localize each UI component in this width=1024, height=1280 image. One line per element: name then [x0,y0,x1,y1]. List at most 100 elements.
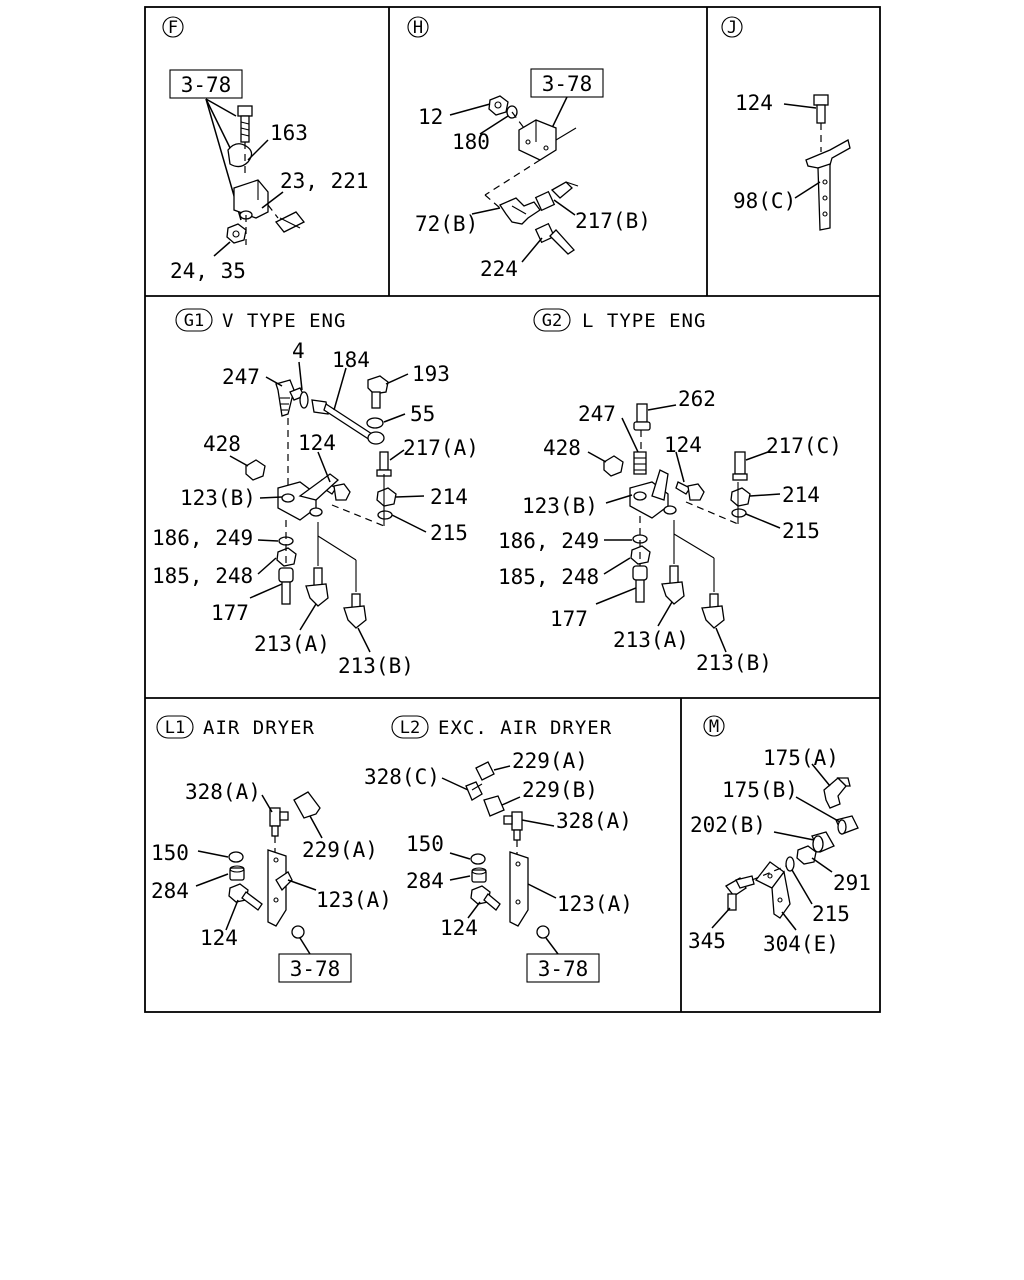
elbow-fitting-icon [465,781,483,801]
label-l1-150: 150 [151,841,189,865]
label-g2-262: 262 [678,387,716,411]
washer-icon [470,853,486,865]
washer-icon [366,417,384,429]
fitting-icon [534,181,579,212]
label-l1-123a: 123(A) [316,888,392,912]
label-m-345: 345 [688,929,726,953]
panel-j-badge: J [727,18,737,38]
bolt-icon [675,481,705,501]
panel-g1-title: V TYPE ENG [222,310,346,332]
fitting-icon [732,451,748,481]
nut-icon [229,865,245,881]
tee-union-icon [269,807,289,837]
hose-fitting-icon [278,567,294,605]
panel-l1-title: AIR DRYER [203,717,315,739]
panel-h: H 3-78 [407,16,651,281]
label-h-217b: 217(B) [575,209,651,233]
label-g2-217c: 217(C) [766,434,842,458]
tee-union-icon [503,811,523,841]
panel-f: F 3-78 [162,16,369,283]
label-g1-213b: 213(B) [338,654,414,678]
label-m-215: 215 [812,902,850,926]
label-j-124: 124 [735,91,773,115]
label-g2-215: 215 [782,519,820,543]
panel-g2: G2 L TYPE ENG [498,308,842,675]
panel-m-badge: M [709,717,719,737]
cap-icon [475,761,495,781]
panel-h-badge: H [413,18,423,38]
panel-g2-title: L TYPE ENG [582,310,706,332]
label-m-291: 291 [833,871,871,895]
diagram-frame [144,6,881,1013]
panel-l1: L1 AIR DRYER 3-78 [151,715,392,983]
tee-union-icon [343,593,367,629]
fitting-icon [835,815,859,835]
label-g1-184: 184 [332,348,370,372]
label-g1-247: 247 [222,365,260,389]
label-f-163: 163 [270,121,308,145]
label-l1-124: 124 [200,926,238,950]
label-l2-328a: 328(A) [556,809,632,833]
label-m-202b: 202(B) [690,813,766,837]
label-g1-4: 4 [292,339,305,363]
nut-icon [245,459,266,481]
tee-union-icon [701,593,725,629]
bracket-icon [277,473,340,521]
label-l2-284: 284 [406,869,444,893]
label-l1-328a: 328(A) [185,780,261,804]
label-l2-328c: 328(C) [364,765,440,789]
bracket-block-icon [518,119,577,161]
label-h-72b: 72(B) [415,212,478,236]
panel-l2-title: EXC. AIR DRYER [438,717,612,739]
label-g2-124: 124 [664,433,702,457]
nut-icon [811,831,835,853]
clamp-icon [291,925,305,939]
label-g1-177: 177 [211,601,249,625]
panel-l1-ref-box: 3-78 [290,957,341,981]
label-g1-193: 193 [412,362,450,386]
cap-icon [483,795,505,817]
clamp-icon [227,142,253,178]
label-g1-217a: 217(A) [403,436,479,460]
label-g1-123b: 123(B) [180,486,256,510]
washer-icon [506,105,525,129]
o-ring-icon [299,391,309,409]
panel-g1-badge: G1 [184,311,204,331]
label-g1-214: 214 [430,485,468,509]
hose-fitting-icon [632,565,648,603]
label-g2-123b: 123(B) [522,494,598,518]
label-l2-229b: 229(B) [522,778,598,802]
hose-fitting-icon [633,403,651,431]
tee-fitting-icon [633,451,647,475]
panel-f-badge: F [168,18,178,38]
hose-icon [534,222,575,255]
bracket-icon [805,139,851,231]
pipe-icon [311,399,385,445]
label-h-224: 224 [480,257,518,281]
label-l1-284: 284 [151,879,189,903]
tee-union-icon [661,565,685,605]
label-g2-185-248: 185, 248 [498,565,599,589]
washer-icon [785,856,795,872]
panel-l2: L2 EXC. AIR DRYER [364,715,633,983]
tee-union-icon [305,567,329,607]
bracket-icon [509,851,529,927]
label-m-304e: 304(E) [763,932,839,956]
label-l2-124: 124 [440,916,478,940]
label-m-175a: 175(A) [763,746,839,770]
label-g1-186-249: 186, 249 [152,526,253,550]
label-l2-150: 150 [406,832,444,856]
bracket-icon [233,179,269,245]
bracket-icon [629,469,677,519]
label-l1-229a: 229(A) [302,838,378,862]
label-j-98c: 98(C) [733,189,796,213]
label-g2-428: 428 [543,436,581,460]
bolt-icon [813,94,829,152]
label-g1-55: 55 [410,402,435,426]
label-g2-186-249: 186, 249 [498,529,599,553]
panel-l2-badge: L2 [400,718,420,738]
label-f-24-35: 24, 35 [170,259,246,283]
bolt-icon [470,885,501,911]
clamp-icon [536,925,550,939]
nut-icon [471,867,487,883]
